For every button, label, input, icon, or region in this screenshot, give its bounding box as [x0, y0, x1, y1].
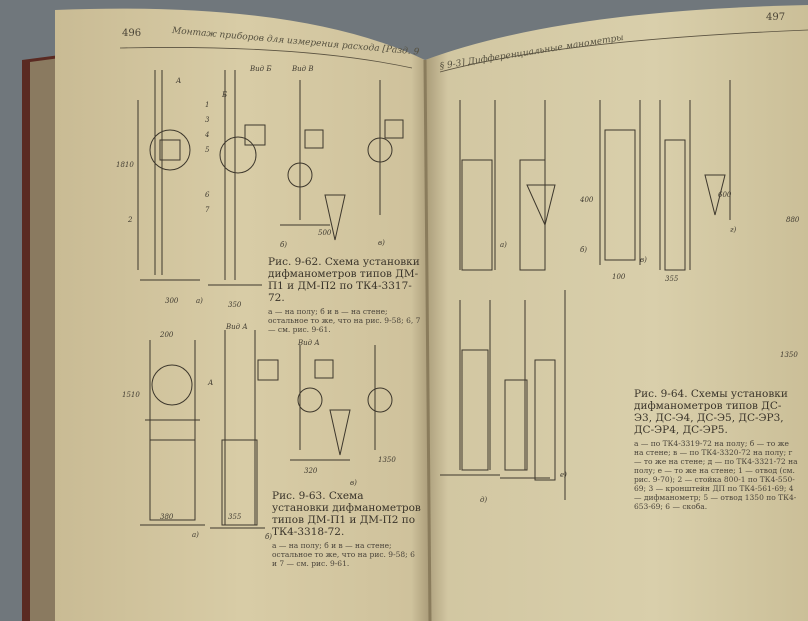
figure-label: 1510: [122, 391, 140, 399]
figure-label: в): [350, 479, 357, 487]
figure-9-63-drawing: [140, 330, 393, 529]
fig-9-62-caption-block: Рис. 9-62. Схема установки дифманометров…: [268, 256, 423, 334]
figure-label: е): [560, 471, 567, 479]
figure-label: 200: [160, 331, 174, 339]
fig-9-63-legend: а — на полу; б и в — на стене; остальное…: [272, 541, 415, 568]
figure-label: а): [196, 297, 203, 305]
figure-label: а): [192, 531, 199, 539]
figure-label: 380: [160, 513, 174, 521]
right-page: [425, 5, 808, 621]
figure-label: 355: [665, 275, 679, 283]
figure-9-62-drawing: [137, 70, 404, 286]
figure-label: б): [280, 241, 288, 249]
figure-label: 6: [205, 191, 210, 199]
figure-label: Вид Б: [250, 65, 272, 73]
figure-label: 4: [205, 131, 210, 139]
figure-label: А: [176, 77, 182, 85]
left-page-number: 496: [122, 28, 142, 39]
fig-9-64-caption: Рис. 9-64. Схемы установки дифманометров…: [634, 388, 788, 436]
figure-label: 320: [304, 467, 318, 475]
figure-label: 1350: [780, 351, 798, 359]
figure-label: 355: [228, 513, 242, 521]
figure-label: 400: [580, 196, 594, 204]
figure-label: 500: [318, 229, 332, 237]
figure-label: 100: [612, 273, 626, 281]
figure-label: 2: [128, 216, 133, 224]
figure-label: 1810: [116, 161, 134, 169]
fig-9-62-caption: Рис. 9-62. Схема установки дифманометров…: [268, 256, 420, 304]
right-page-number: 497: [766, 12, 786, 23]
figure-label: Вид А: [226, 323, 248, 331]
figure-label: 600: [718, 191, 732, 199]
figure-label: в): [640, 256, 647, 264]
figure-label: г): [730, 226, 737, 234]
figure-label: 880: [786, 216, 800, 224]
figure-label: Вид В: [292, 65, 314, 73]
figure-label: Б: [222, 91, 228, 99]
fig-9-64-caption-block: Рис. 9-64. Схемы установки дифманометров…: [634, 388, 799, 511]
figure-label: в): [378, 239, 385, 247]
figure-label: 350: [228, 301, 242, 309]
figure-label: 5: [205, 146, 210, 154]
fig-9-64-legend: а — по ТК4-3319-72 на полу; б — то же на…: [634, 439, 798, 511]
figure-label: 7: [205, 206, 210, 214]
figure-label: д): [480, 496, 488, 504]
book-spine-gutter: [423, 59, 432, 621]
left-page: [55, 8, 430, 621]
figure-label: А: [208, 379, 214, 387]
figure-label: Вид А: [298, 339, 320, 347]
left-header-rule: [119, 47, 413, 69]
figure-label: б): [580, 246, 588, 254]
fig-9-63-caption: Рис. 9-63. Схема установки дифманометров…: [272, 490, 421, 538]
figure-label: 300: [165, 297, 179, 305]
fig-9-62-legend: а — на полу; б и в — на стене; остальное…: [268, 307, 421, 334]
figure-label: б): [265, 533, 273, 541]
figure-label: а): [500, 241, 507, 249]
figure-9-64-drawing: [440, 80, 731, 500]
figure-label: 1350: [378, 456, 396, 464]
figure-label: 3: [205, 116, 210, 124]
fig-9-63-caption-block: Рис. 9-63. Схема установки дифманометров…: [272, 490, 422, 568]
figure-label: 1: [205, 101, 210, 109]
right-header-rule: [439, 29, 808, 73]
page-edges: [30, 58, 60, 621]
